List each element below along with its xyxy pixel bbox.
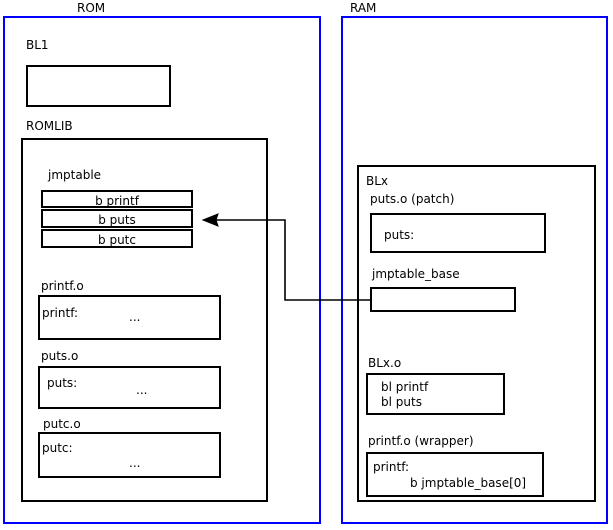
romlib-caption: ROMLIB (26, 119, 73, 133)
romlib-printf-symbol: printf: (42, 306, 79, 320)
printf-wrapper-box: printf: b jmptable_base[0] (366, 452, 544, 497)
jmptable-base-box (370, 287, 516, 312)
printf-wrapper-symbol: printf: (373, 460, 410, 474)
jmptable-caption: jmptable (48, 168, 102, 182)
blx-o-line-bl-puts: bl puts (381, 395, 422, 409)
rom-region-label: ROM (77, 1, 106, 15)
jmptable-row-b-puts[interactable]: b puts (41, 209, 193, 228)
romlib-puts-ellipsis: ... (136, 383, 148, 397)
blx-patch-caption: puts.o (patch) (370, 192, 455, 206)
romlib-putc-o-box: putc: ... (38, 432, 221, 478)
romlib-printf-o-caption: printf.o (41, 279, 84, 293)
jmptable-row-b-putc[interactable]: b putc (41, 229, 193, 248)
romlib-puts-o-box: puts: ... (38, 366, 221, 409)
blx-o-box: bl printf bl puts (366, 373, 505, 415)
blx-caption: BLx (366, 174, 389, 188)
romlib-printf-o-box: printf: ... (38, 295, 221, 340)
blx-o-caption: BLx.o (368, 356, 402, 370)
romlib-putc-symbol: putc: (42, 441, 73, 455)
printf-wrapper-instruction: b jmptable_base[0] (410, 476, 527, 490)
blx-patch-symbol: puts: (384, 228, 415, 242)
ram-region-label: RAM (350, 1, 377, 15)
romlib-puts-o-caption: puts.o (41, 349, 79, 363)
jmptable-base-caption: jmptable_base (372, 267, 460, 281)
jmptable-row-b-printf[interactable]: b printf (41, 190, 193, 208)
blx-o-line-bl-printf: bl printf (381, 380, 429, 394)
bl1-caption: BL1 (26, 38, 49, 52)
bl1-box (26, 65, 171, 107)
romlib-printf-ellipsis: ... (129, 310, 141, 324)
romlib-putc-o-caption: putc.o (43, 417, 81, 431)
romlib-puts-symbol: puts: (47, 376, 78, 390)
printf-wrapper-caption: printf.o (wrapper) (368, 434, 474, 448)
blx-patch-box: puts: (370, 213, 546, 253)
romlib-putc-ellipsis: ... (129, 456, 141, 470)
